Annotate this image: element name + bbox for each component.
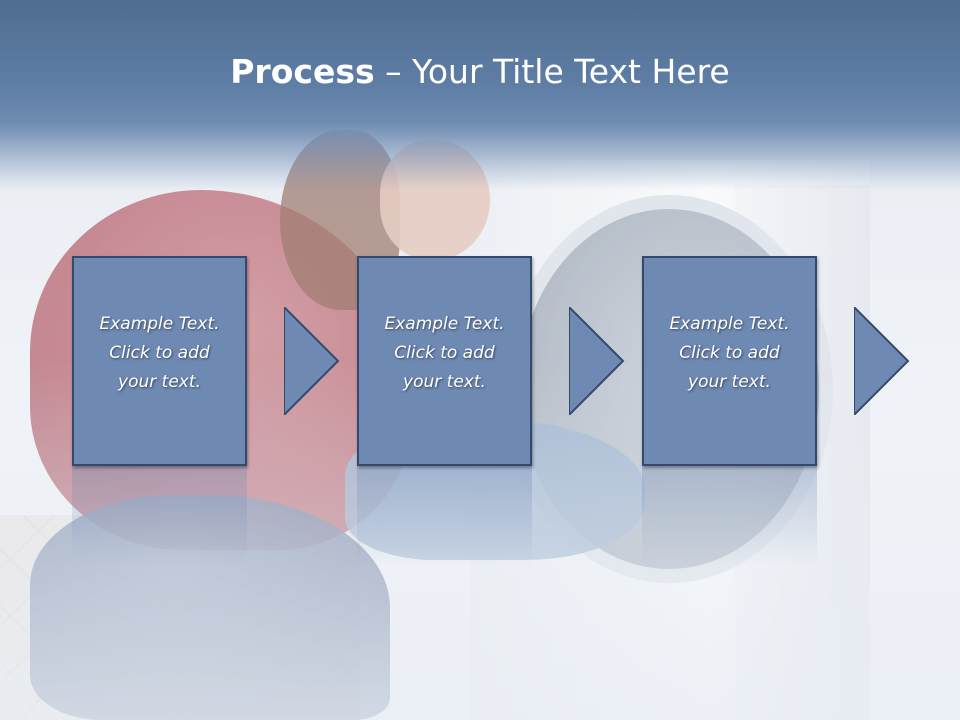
step-2-line-2: Click to add (394, 343, 495, 363)
arrow-3-icon (854, 307, 910, 415)
step-3-line-1: Example Text. (669, 314, 790, 334)
step-2-reflection (357, 466, 532, 566)
step-1-text: Example Text. Click to add your text. (74, 310, 245, 397)
step-1-line-2: Click to add (109, 343, 210, 363)
title-rest: – Your Title Text Here (374, 52, 730, 91)
step-3-reflection (642, 466, 817, 566)
step-2-box[interactable]: Example Text. Click to add your text. (357, 256, 532, 466)
step-3-line-3: your text. (688, 372, 771, 392)
title-band (0, 0, 960, 190)
arrow-1-icon (284, 307, 340, 415)
step-3-box[interactable]: Example Text. Click to add your text. (642, 256, 817, 466)
step-1-reflection (72, 466, 247, 566)
step-1-line-3: your text. (118, 372, 201, 392)
step-2-text: Example Text. Click to add your text. (359, 310, 530, 397)
step-3-line-2: Click to add (679, 343, 780, 363)
step-2-line-3: your text. (403, 372, 486, 392)
arrow-2-icon (569, 307, 625, 415)
step-1-line-1: Example Text. (99, 314, 220, 334)
title-bold: Process (230, 52, 375, 91)
step-1-box[interactable]: Example Text. Click to add your text. (72, 256, 247, 466)
step-2-line-1: Example Text. (384, 314, 505, 334)
step-3-text: Example Text. Click to add your text. (644, 310, 815, 397)
slide-title[interactable]: Process – Your Title Text Here (0, 52, 960, 91)
